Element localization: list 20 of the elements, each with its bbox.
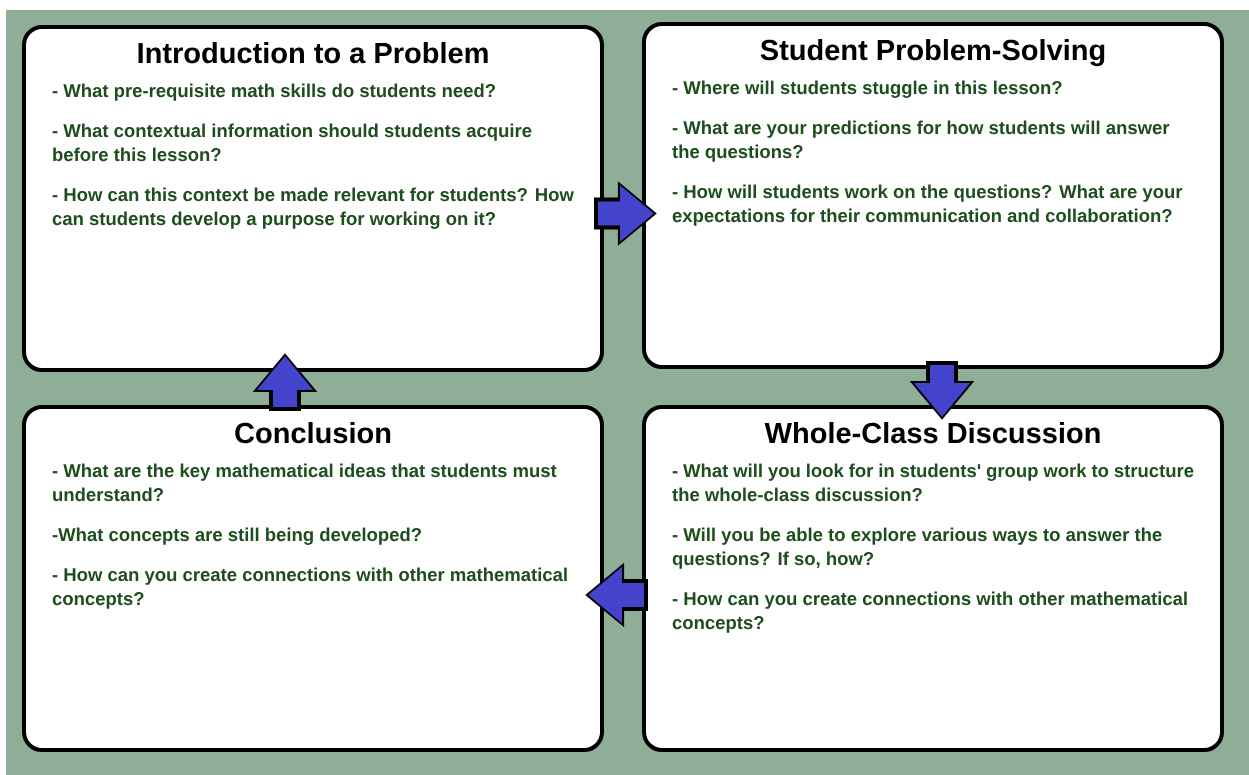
question-text: - What are your predictions for how students will answer the questions? [672,120,1170,162]
question-text: - What are the key mathematical ideas that students must understand? [52,463,557,502]
question-text: - How can you create connections with other mathematical concepts? [52,567,567,609]
question-text: - Will you be able to explore various ways to answer the questions? If so, how? [672,527,1162,569]
stage-heading: Conclusion [235,422,391,444]
question-text: - What pre-requisite math skills do students need? [52,83,495,101]
stage-box [642,22,1224,369]
stage-heading: Student Problem-Solving [760,39,1105,67]
stage-heading: Introduction to a Problem [138,42,488,64]
question-text: - Where will students stuggle in this lesson? [672,80,1062,98]
question-text: - What will you look for in students' group work to structure the whole-class discussion? [672,463,1194,502]
question-text: - How can you create connections with other mathematical concepts? [672,591,1187,633]
question-text: - How can this context be made relevant for students? How can students develop a purpose for working on it? [52,187,574,229]
question-text: -What concepts are still being developed? [52,527,421,545]
stage-box [22,405,604,752]
stage-box [642,405,1224,752]
question-text: - What contextual information should students acquire before this lesson? [52,123,532,162]
question-text: - How will students work on the questions? What are your expectations for their communication and collaboration? [672,184,1183,226]
stage-heading: Whole-Class Discussion [764,422,1100,444]
stage-box [22,25,604,372]
